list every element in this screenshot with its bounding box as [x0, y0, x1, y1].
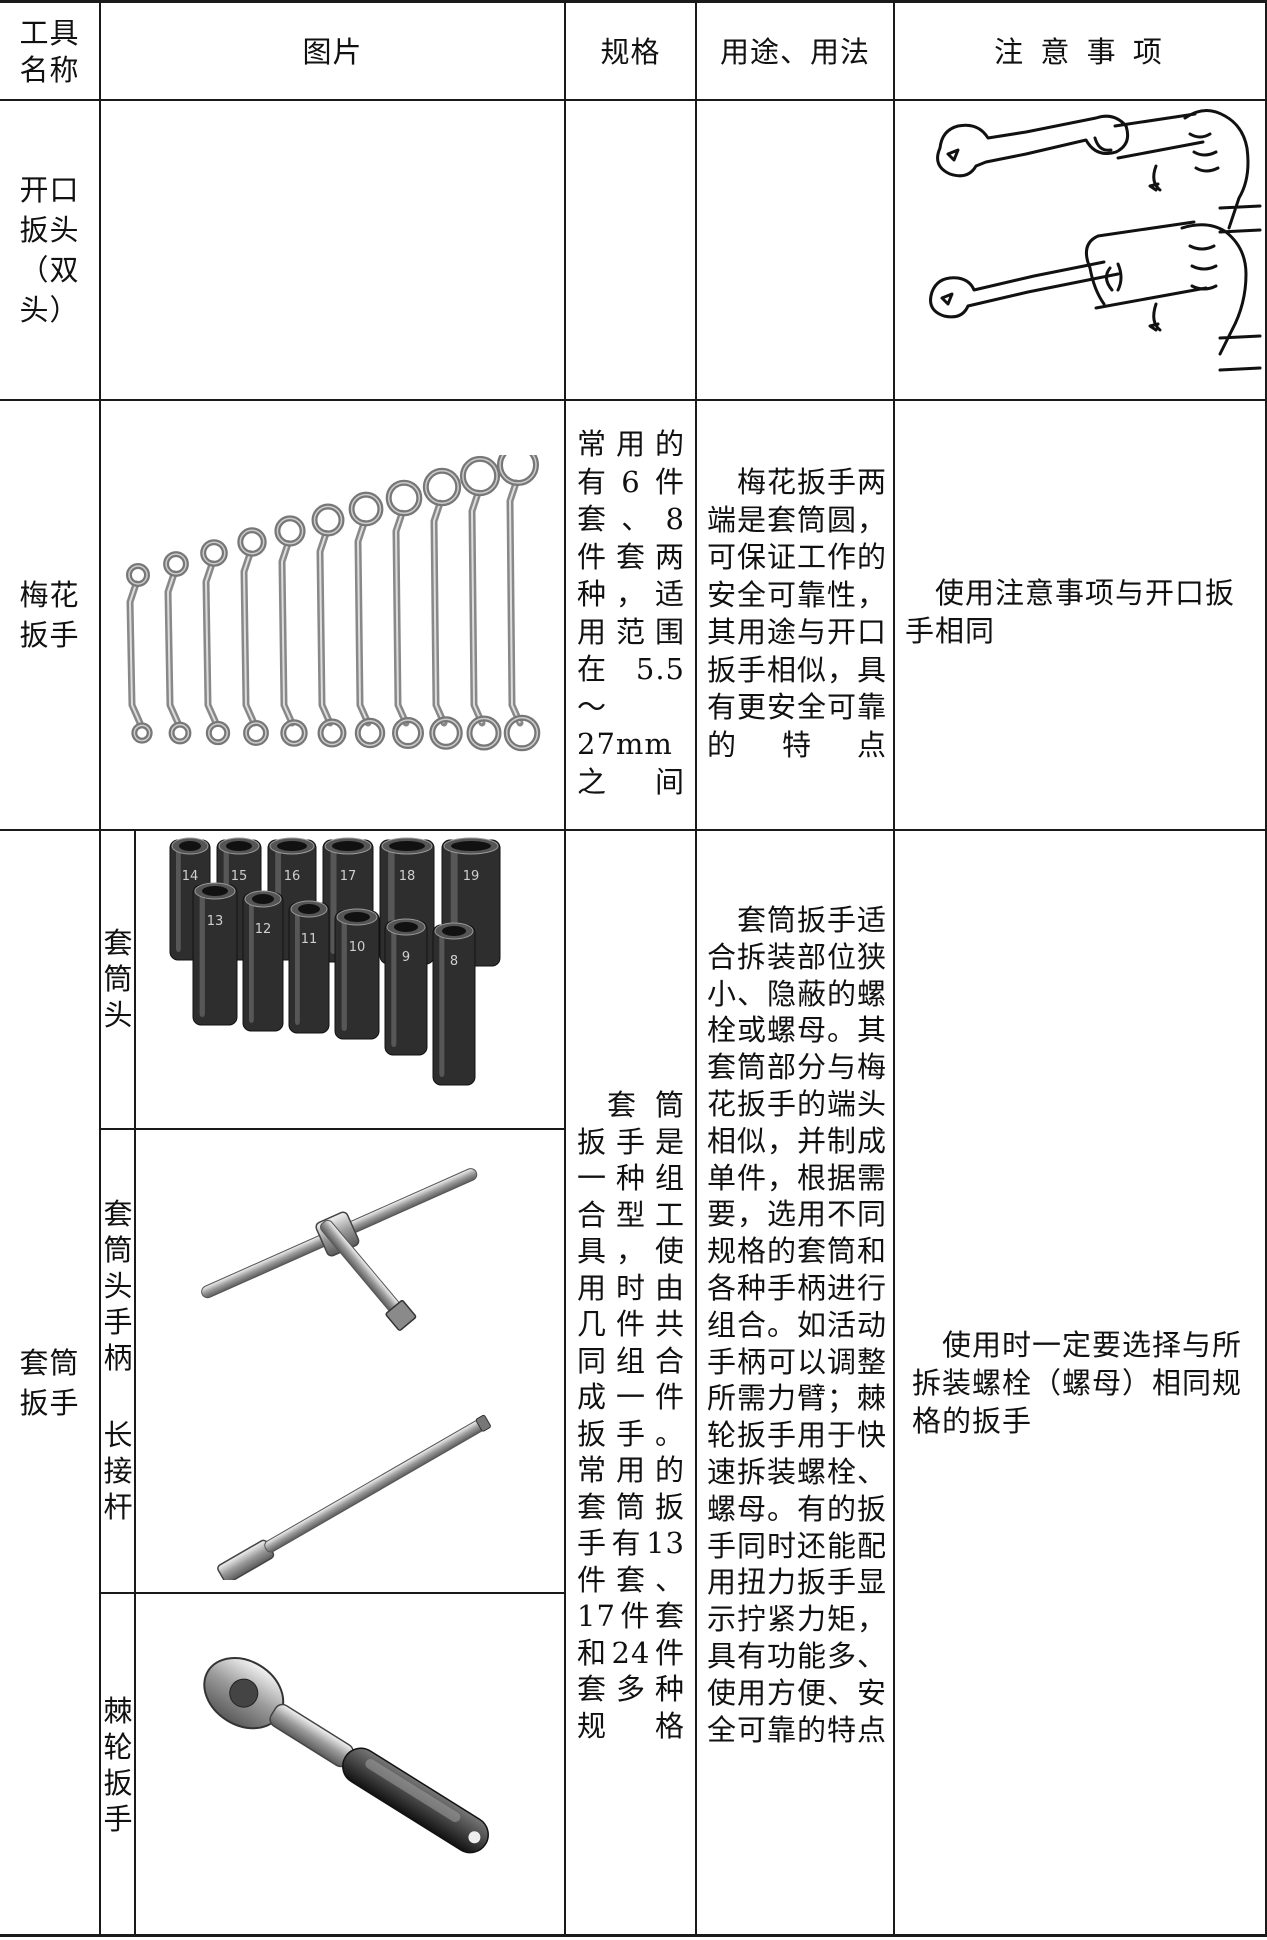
socket-size-label: 12: [255, 922, 272, 937]
sub-label-handle: 套筒头手柄: [103, 1197, 133, 1375]
rule-sub1: [100, 1128, 565, 1130]
col-rule-4: [893, 0, 895, 1937]
socket-set-picture: 14 15 16 17 18 19 13 12 11 10 9 8: [169, 837, 501, 1086]
ring-wrench-set-picture: [126, 455, 541, 752]
rule-bottom: [0, 1934, 1267, 1937]
rule-row1: [0, 399, 1267, 401]
socket-size-label: 11: [301, 932, 318, 947]
open-wrench-name: 开口 扳头 （双头）: [19, 173, 80, 327]
socket-size-label: 8: [450, 954, 458, 969]
header-usage: 用途、用法: [719, 34, 870, 69]
ring-wrench-item: [237, 527, 269, 746]
socket-front-10: 10: [334, 908, 380, 1040]
header-picture: 图片: [302, 34, 363, 69]
socket-front-9: 9: [384, 918, 428, 1056]
socket-size-label: 13: [207, 914, 224, 929]
socket-size-label: 16: [284, 869, 301, 884]
col-rule-right: [1265, 0, 1267, 1937]
sub-label-extension: 长接杆: [103, 1418, 133, 1524]
socket-size-label: 15: [231, 869, 248, 884]
ring-wrench-item: [348, 491, 386, 749]
rule-top: [0, 0, 1267, 3]
ring-wrench-item: [311, 503, 347, 748]
sub-label-socket: 套筒头: [103, 926, 133, 1032]
socket-wrench-spec: 套筒扳手是一种组合型工具，使用时由几件共同组合成一件扳手。常用的套筒扳手有13件…: [577, 1088, 685, 1743]
socket-size-label: 9: [402, 950, 410, 965]
ring-wrench-item: [459, 455, 502, 751]
socket-size-label: 19: [463, 869, 480, 884]
socket-size-label: 17: [340, 869, 357, 884]
ring-wrench-item: [497, 455, 541, 752]
col-rule-3: [695, 0, 697, 1937]
t-handle-picture: [201, 1168, 478, 1331]
socket-wrench-name: 套筒 扳手: [19, 1345, 80, 1420]
ring-wrench-name: 梅花 扳手: [19, 578, 80, 652]
socket-wrench-notes: 使用时一定要选择与所拆装螺栓（螺母）相同规格的扳手: [912, 1328, 1243, 1438]
ring-wrench-item: [422, 467, 463, 750]
header-spec: 规格: [600, 34, 661, 69]
socket-front-8: 8: [432, 922, 476, 1086]
socket-size-label: 18: [399, 869, 416, 884]
ring-wrench-item: [126, 563, 153, 744]
socket-wrench-usage: 套筒扳手适合拆装部位狭小、隐蔽的螺栓或螺母。其套筒部分与梅花扳手的端头相似，并制…: [707, 903, 888, 1747]
socket-front-12: 12: [242, 890, 284, 1032]
rule-sub2: [100, 1592, 565, 1594]
header-name: 工具 名称: [19, 16, 80, 87]
socket-size-label: 10: [349, 940, 366, 955]
col-rule-1: [99, 0, 101, 1937]
ratchet-wrench-picture: [203, 1657, 489, 1854]
ring-wrench-item: [163, 551, 192, 745]
ring-wrench-spec: 常用的有6件套、8件套两种，适用范围在5.5～27mm之间: [577, 427, 685, 799]
rule-row2: [0, 829, 1267, 831]
socket-size-label: 14: [182, 869, 199, 884]
header-notes: 注 意 事 项: [994, 34, 1166, 69]
extension-bar-picture: [217, 1414, 491, 1580]
ring-wrench-item: [385, 479, 425, 750]
ring-wrench-item: [274, 515, 308, 747]
rule-header: [0, 99, 1267, 101]
socket-front-13: 13: [192, 882, 238, 1026]
open-wrench-usage-illustration: [929, 109, 1262, 372]
ring-wrench-item: [200, 539, 231, 746]
col-rule-sub: [134, 830, 136, 1935]
ring-wrench-notes: 使用注意事项与开口扳手相同: [905, 576, 1236, 648]
ring-wrench-usage: 梅花扳手两端是套筒圆，可保证工作的安全可靠性，其用途与开口扳手相似，具有更安全可…: [707, 465, 888, 762]
sub-label-ratchet: 棘轮扳手: [103, 1694, 133, 1836]
socket-front-11: 11: [288, 900, 330, 1034]
col-rule-2: [564, 0, 566, 1937]
